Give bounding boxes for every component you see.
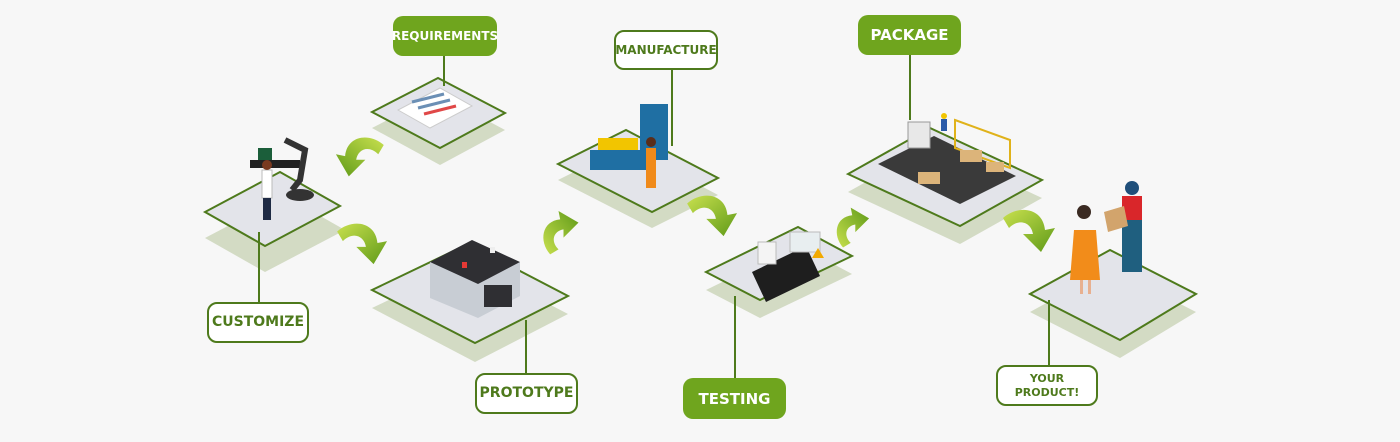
connector-customize [258, 232, 260, 304]
platform-your-product [1027, 181, 1199, 358]
platform-requirements [369, 76, 508, 165]
label-your-product-line-1: YOUR [1029, 372, 1065, 386]
label-your-product: YOUR PRODUCT! [996, 365, 1098, 406]
label-manufacture: MANUFACTURE [614, 30, 718, 70]
engineer-with-robot-arm-illustration [250, 137, 314, 220]
label-your-product-line-2: PRODUCT! [1014, 385, 1080, 399]
arrow-manufacture-to-testing [687, 195, 738, 237]
label-requirements: REQUIREMENTS [392, 16, 498, 56]
platform-package [845, 113, 1045, 244]
connector-manufacture [671, 70, 673, 146]
packaging-warehouse-illustration [878, 113, 1016, 204]
connector-testing [734, 296, 736, 378]
arrow-prototype-to-manufacture [543, 211, 579, 255]
label-testing: TESTING [683, 378, 786, 419]
battery-illustration [430, 240, 520, 318]
connector-requirements [443, 56, 445, 86]
arrow-package-to-your-product [1003, 209, 1055, 252]
connector-your-product [1048, 300, 1050, 366]
platform-customize [202, 137, 345, 272]
lathe-worker-illustration [590, 104, 668, 188]
documents-illustration [396, 87, 474, 129]
platform-manufacture [555, 104, 721, 228]
platform-testing [703, 225, 855, 318]
label-customize: CUSTOMIZE [207, 302, 309, 343]
label-package: PACKAGE [858, 15, 961, 55]
platform-prototype [369, 240, 571, 362]
label-prototype: PROTOTYPE [475, 373, 578, 414]
arrow-customize-to-prototype [337, 223, 388, 265]
connector-package [909, 55, 911, 120]
arrow-requirements-to-customize [335, 137, 384, 177]
arrow-testing-to-package [836, 207, 870, 248]
connector-prototype [525, 320, 527, 374]
testing-machine-illustration [752, 231, 824, 302]
courier-delivery-illustration [1070, 181, 1142, 294]
